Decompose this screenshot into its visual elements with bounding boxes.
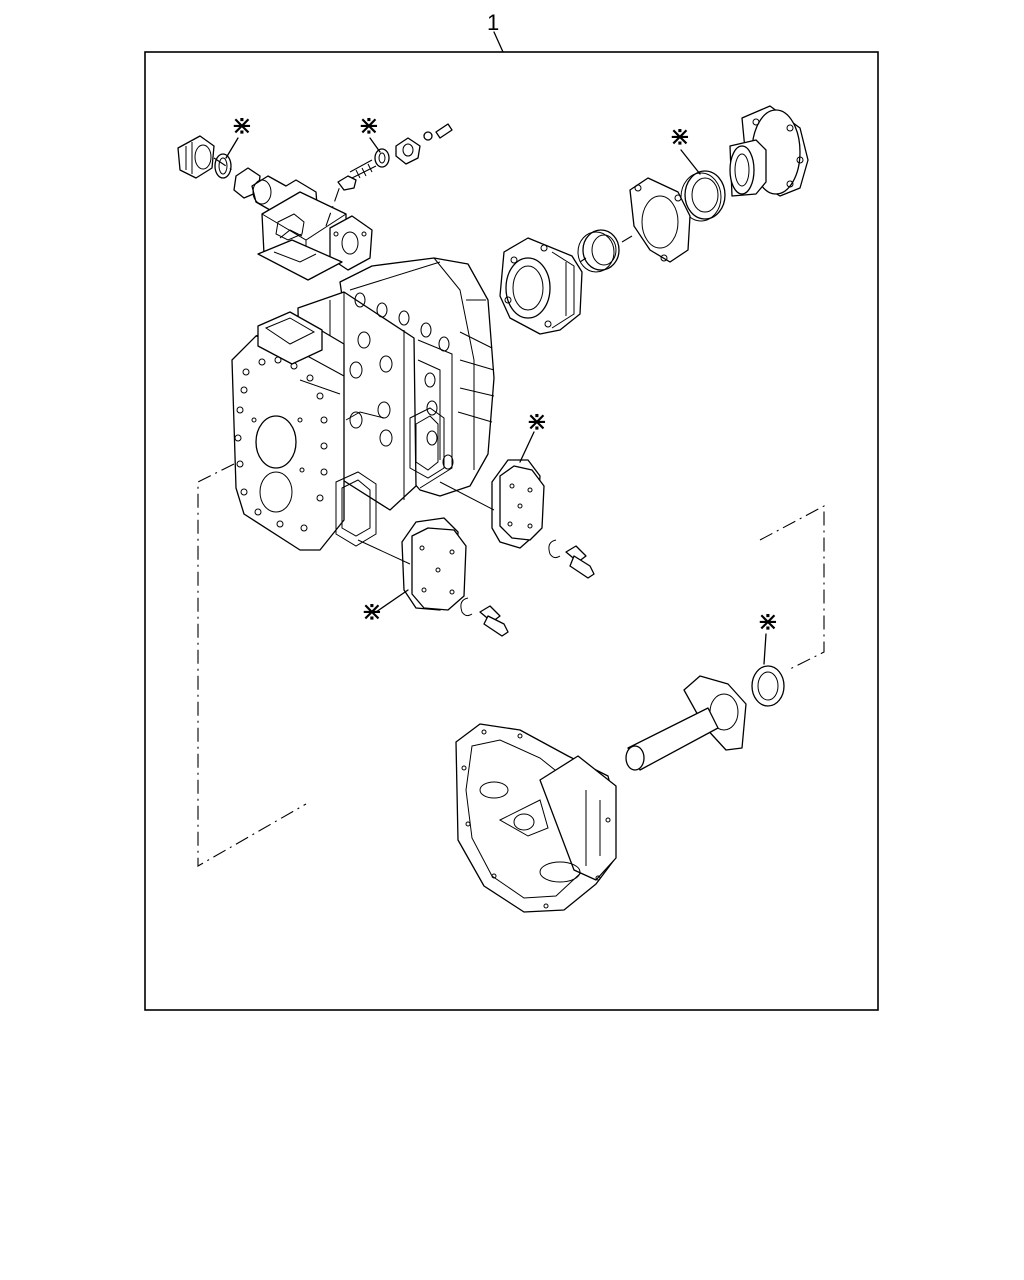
callout-number: 1 bbox=[487, 10, 499, 35]
side-cover-lower bbox=[401, 517, 467, 611]
input-shaft-and-retainer bbox=[625, 665, 785, 771]
kit-marker: ⋇ bbox=[757, 607, 779, 637]
assembly-line-covers bbox=[357, 481, 495, 565]
valve-components bbox=[337, 123, 453, 191]
washers-and-bolts bbox=[460, 539, 595, 637]
kit-marker: ⋇ bbox=[358, 111, 380, 141]
kit-marker-leader bbox=[763, 633, 767, 665]
kit-marker-leader bbox=[680, 149, 701, 175]
kit-marker-leader bbox=[519, 431, 535, 463]
assembly-lines bbox=[197, 157, 825, 867]
clutch-housing bbox=[455, 723, 617, 913]
kit-markers: ⋇ ⋇ ⋇ ⋇ ⋇ ⋇ bbox=[225, 111, 779, 665]
kit-marker: ⋇ bbox=[361, 597, 383, 627]
side-cover-upper bbox=[491, 459, 545, 549]
kit-marker: ⋇ bbox=[669, 122, 691, 152]
kit-marker-leader bbox=[369, 137, 381, 153]
kit-marker-leader bbox=[225, 137, 239, 159]
output-flange-assembly bbox=[499, 105, 809, 335]
kit-marker: ⋇ bbox=[231, 111, 253, 141]
pto-fitting-assembly bbox=[177, 135, 373, 281]
transmission-case bbox=[231, 257, 495, 551]
diagram-frame bbox=[144, 51, 879, 1011]
kit-marker: ⋇ bbox=[526, 407, 548, 437]
kit-marker-leader bbox=[375, 589, 409, 613]
callout-leader bbox=[493, 31, 504, 53]
